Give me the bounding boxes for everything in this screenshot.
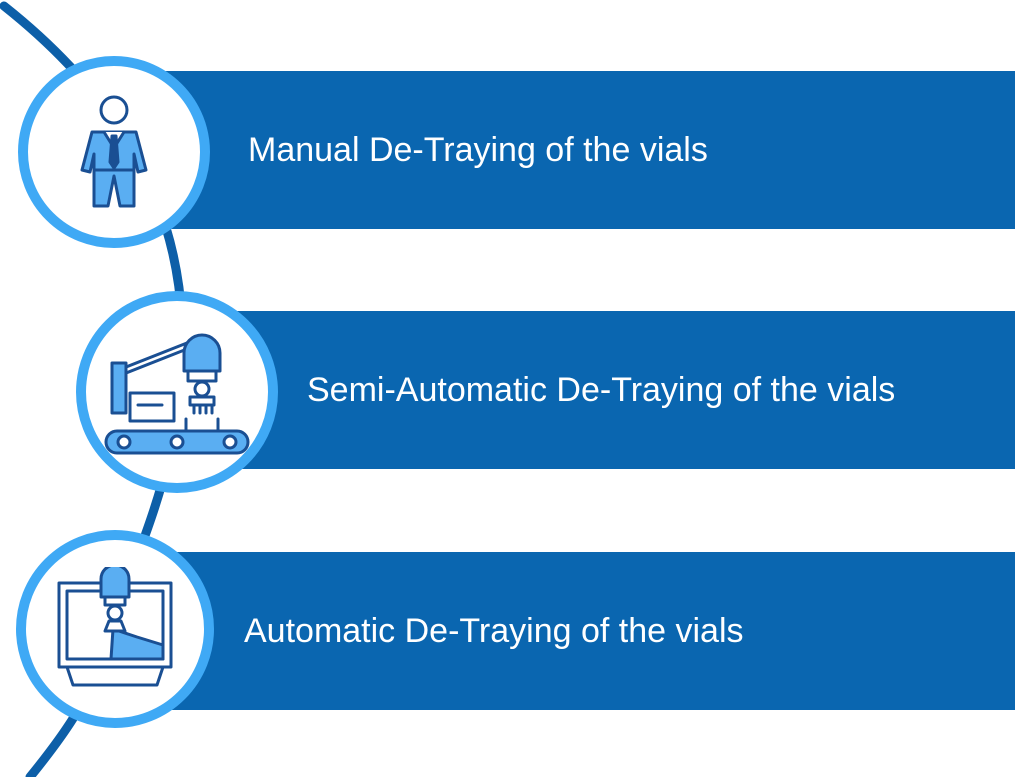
step-label-manual: Manual De-Traying of the vials bbox=[248, 130, 708, 169]
robot-conveyor-icon bbox=[104, 333, 250, 455]
step-label-semi-automatic: Semi-Automatic De-Traying of the vials bbox=[307, 370, 896, 409]
step-band-manual: Manual De-Traying of the vials bbox=[150, 71, 1015, 229]
step-band-semi-automatic: Semi-Automatic De-Traying of the vials bbox=[150, 311, 1015, 469]
person-icon bbox=[80, 95, 148, 208]
step-band-automatic: Automatic De-Traying of the vials bbox=[150, 552, 1015, 710]
badge-automatic bbox=[16, 530, 214, 728]
badge-manual bbox=[18, 56, 210, 248]
automated-machine-icon bbox=[57, 567, 173, 687]
step-label-automatic: Automatic De-Traying of the vials bbox=[244, 611, 744, 650]
badge-semi-automatic bbox=[76, 291, 278, 493]
